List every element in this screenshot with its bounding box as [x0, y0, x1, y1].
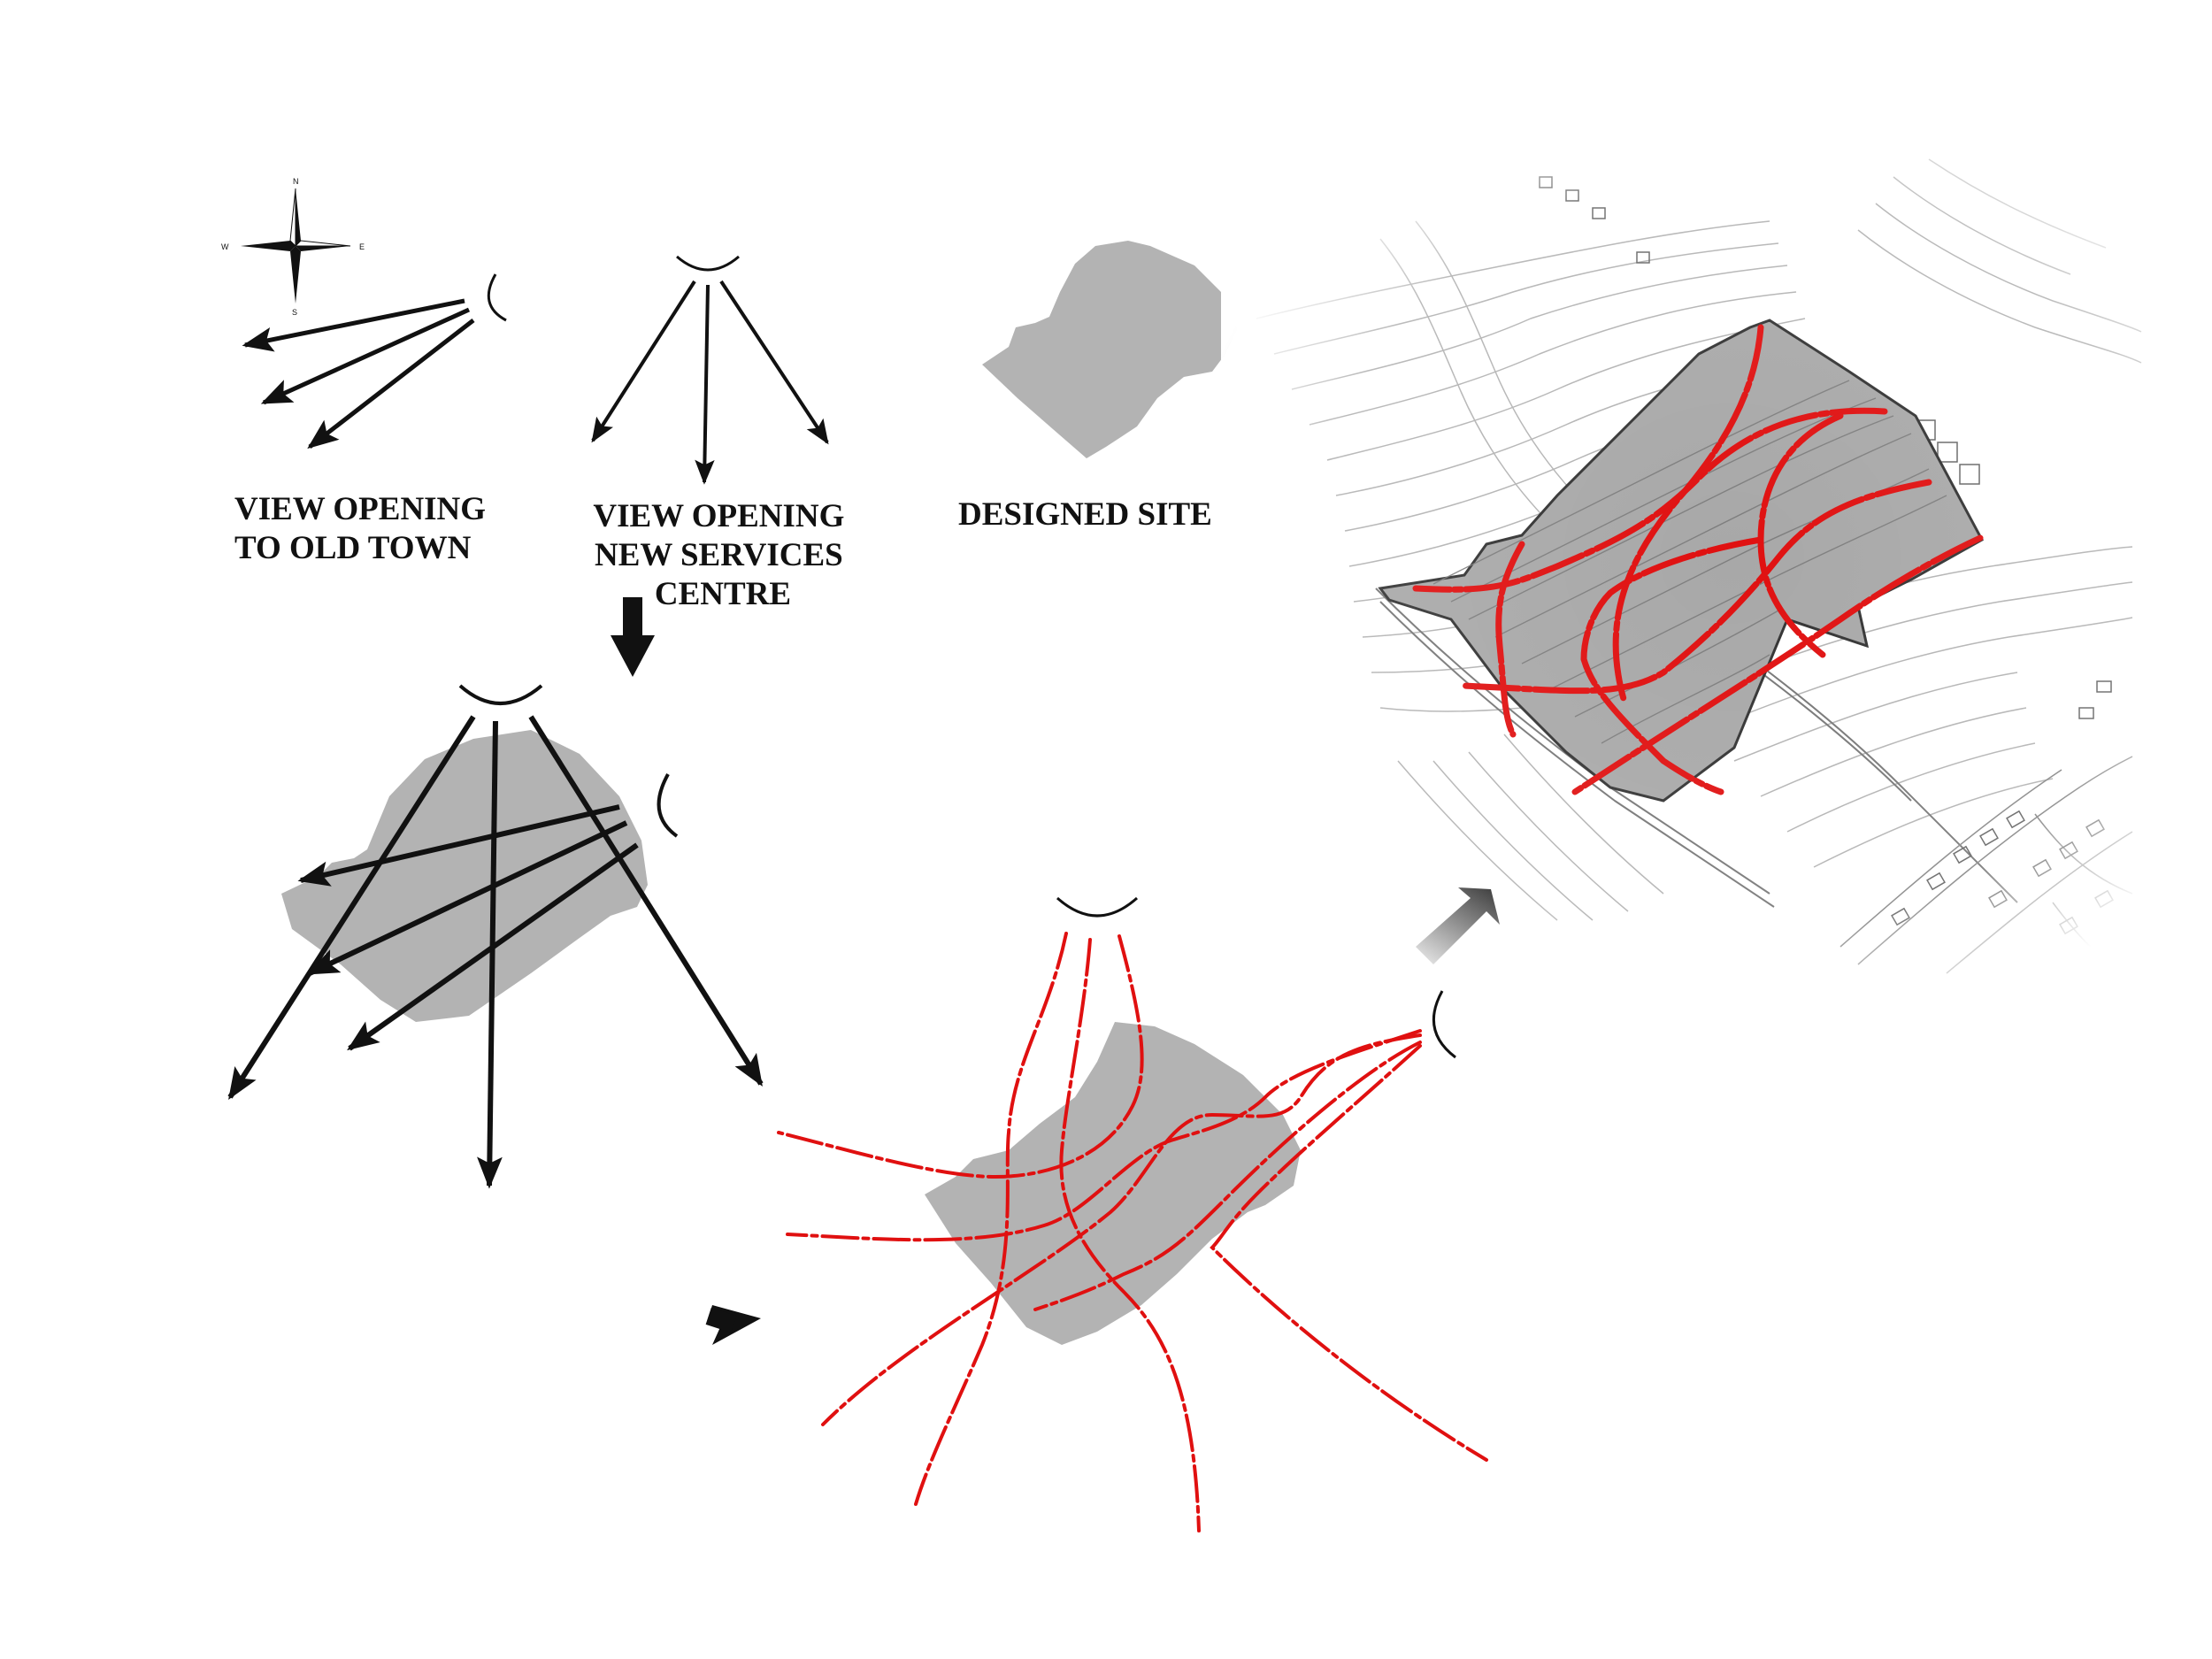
flow-arrow-icon	[705, 1305, 761, 1345]
viewpoint-arc-icon	[1432, 990, 1456, 1059]
compass-s: S	[292, 308, 297, 317]
flow-arrow-icon	[611, 597, 655, 677]
site-shape-paths	[925, 1022, 1301, 1345]
viewpoint-arc-icon	[487, 273, 507, 322]
designed-site-shape	[982, 241, 1237, 458]
compass-rose-icon: N S E W	[221, 177, 365, 317]
view-old-town-diagram	[242, 273, 507, 449]
site-map	[1221, 133, 2150, 982]
compass-n: N	[293, 177, 299, 186]
label-designed-site: DESIGNED SITE	[958, 496, 1212, 533]
site-shape-combined	[281, 730, 648, 1022]
combined-view-diagram	[227, 684, 764, 1189]
view-services-diagram	[591, 255, 829, 485]
label-view-old-town: VIEW OPENING TO OLD TOWN	[234, 491, 494, 566]
viewpoint-arc-icon	[657, 773, 679, 838]
viewpoint-arc-icon	[1056, 896, 1138, 918]
compass-w: W	[221, 242, 229, 251]
viewpoint-arc-icon	[676, 255, 740, 272]
viewpoint-arc-icon	[458, 684, 543, 705]
label-view-services: VIEW OPENING NEW SERVICES CENTRE	[593, 498, 852, 612]
compass-e: E	[359, 242, 365, 251]
red-path-diagram	[777, 896, 1488, 1532]
